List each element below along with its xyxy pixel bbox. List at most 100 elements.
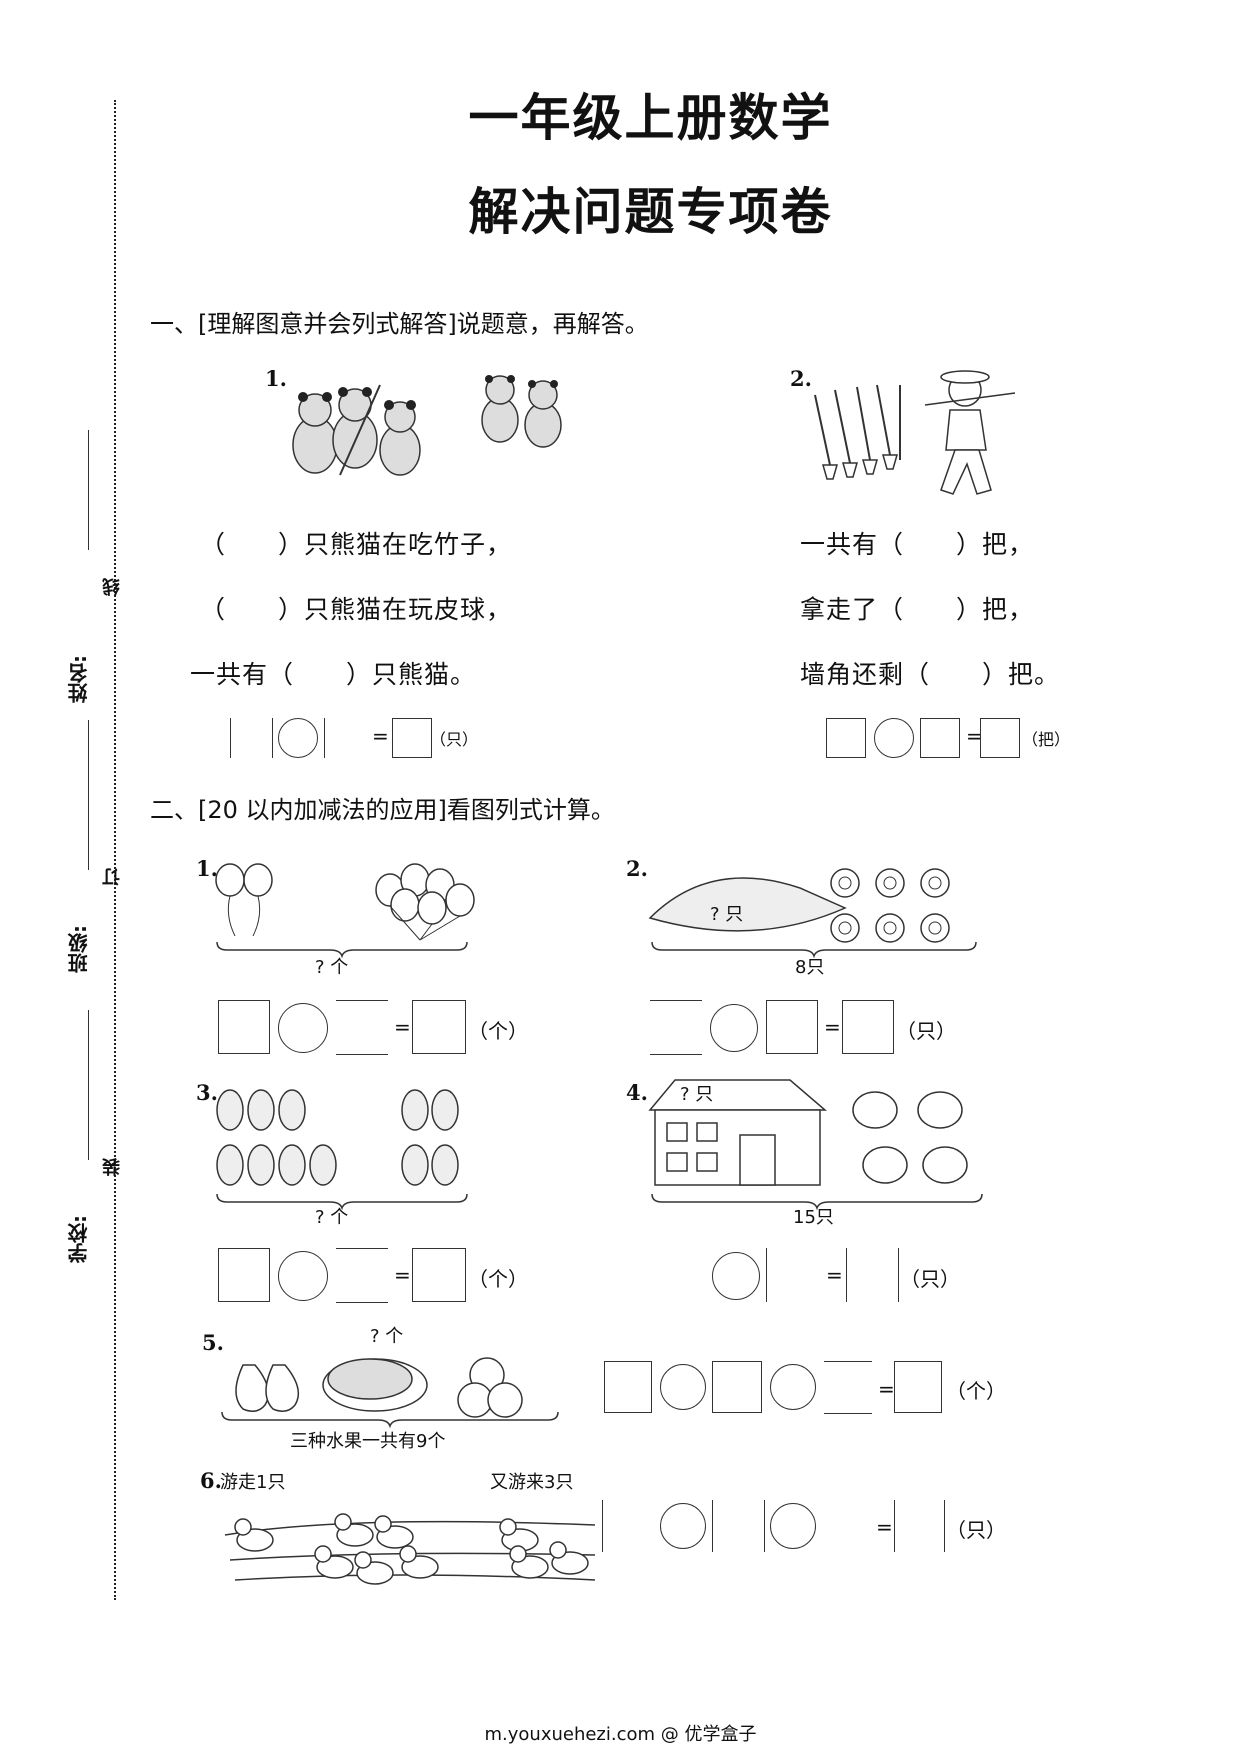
answer-box[interactable]	[392, 718, 432, 758]
class-underline	[88, 720, 89, 870]
answer-box[interactable]	[712, 1361, 762, 1413]
answer-box[interactable]	[604, 1361, 652, 1413]
s1-p1-line1: （ ）只熊猫在吃竹子，	[200, 530, 513, 559]
operator-circle[interactable]	[710, 1004, 758, 1052]
operator-circle[interactable]	[770, 1364, 816, 1410]
operator-circle[interactable]	[660, 1503, 706, 1549]
equals-sign: =	[824, 1015, 841, 1039]
pineapples-illustration	[216, 1089, 459, 1186]
answer-box[interactable]	[412, 1000, 466, 1054]
binding-word-xian: 线	[102, 578, 123, 596]
answer-box[interactable]	[712, 1500, 713, 1552]
s1-p2-line1: 一共有（ ）把，	[800, 530, 1035, 559]
equals-sign: =	[394, 1015, 411, 1039]
answer-box[interactable]	[336, 1248, 388, 1249]
operator-circle[interactable]	[278, 1003, 328, 1053]
answer-box[interactable]	[842, 1000, 894, 1054]
s2-p4-inner-label: ? 只	[680, 1084, 714, 1105]
s1-p2-line3: 墙角还剩（ ）把。	[800, 660, 1061, 689]
school-label: 学校:	[67, 1215, 91, 1263]
brace	[221, 1411, 559, 1429]
operator-circle[interactable]	[770, 1503, 816, 1549]
answer-box[interactable]	[894, 1500, 895, 1552]
s2-p1-caption: ? 个	[315, 957, 349, 978]
answer-box[interactable]	[898, 1248, 899, 1302]
equals-sign: =	[394, 1263, 411, 1287]
answer-box-bottom	[650, 1054, 702, 1055]
operator-circle[interactable]	[874, 718, 914, 758]
operator-circle[interactable]	[660, 1364, 706, 1410]
s2-p6-label-right: 又游来3只	[490, 1472, 574, 1493]
panda-illustration	[292, 375, 562, 476]
s1-problem1-number: 1.	[265, 366, 287, 391]
answer-box[interactable]	[650, 1000, 702, 1001]
answer-box-bottom	[336, 1302, 388, 1303]
title-line-1: 一年级上册数学	[468, 88, 833, 147]
answer-box[interactable]	[336, 1000, 388, 1001]
answer-box-bottom	[824, 1413, 872, 1414]
answer-box[interactable]	[412, 1248, 466, 1302]
brace	[216, 1193, 468, 1211]
footer-text: m.youxuehezi.com @ 优学盒子	[484, 1724, 757, 1745]
equals-sign: =	[966, 724, 983, 748]
name-underline	[88, 430, 89, 550]
equals-sign: =	[372, 724, 389, 748]
class-label: 班级:	[67, 925, 91, 973]
equals-sign: =	[878, 1377, 895, 1401]
s2-p5-number: 5.	[202, 1330, 224, 1355]
name-label: 姓名:	[67, 655, 91, 703]
balloons-illustration	[215, 863, 475, 941]
answer-box[interactable]	[766, 1248, 767, 1302]
equals-sign: =	[876, 1515, 893, 1539]
s2-p2-inner-label: ? 只	[710, 904, 744, 925]
equals-sign: =	[826, 1263, 843, 1287]
s2-p5-caption: 三种水果一共有9个	[290, 1431, 446, 1452]
s2-p6-label-left: 游走1只	[220, 1472, 286, 1493]
binding-dotted-line	[114, 100, 116, 1600]
answer-box[interactable]	[324, 718, 325, 758]
leaf-snails-illustration	[648, 868, 950, 943]
section1-heading: 一、[理解图意并会列式解答]说题意，再解答。	[150, 310, 649, 338]
unit-label: （只）	[900, 1267, 960, 1291]
section2-heading: 二、[20 以内加减法的应用]看图列式计算。	[150, 796, 615, 824]
unit-label: （只）	[430, 730, 479, 749]
answer-box[interactable]	[824, 1361, 872, 1362]
operator-circle[interactable]	[278, 1251, 328, 1301]
fruits-illustration	[235, 1357, 523, 1418]
unit-label: （个）	[946, 1379, 1006, 1403]
s1-p1-line2: （ ）只熊猫在玩皮球，	[200, 595, 513, 624]
answer-box[interactable]	[218, 1000, 270, 1054]
answer-box[interactable]	[980, 718, 1020, 758]
answer-box[interactable]	[920, 718, 960, 758]
answer-box-bottom	[336, 1054, 388, 1055]
unit-label: （只）	[946, 1518, 1006, 1542]
operator-circle[interactable]	[278, 718, 318, 758]
answer-box[interactable]	[218, 1248, 270, 1302]
shovels-illustration	[814, 370, 1016, 495]
ducks-illustration	[224, 1513, 596, 1585]
answer-box[interactable]	[230, 718, 231, 758]
brace	[216, 941, 468, 959]
operator-circle[interactable]	[712, 1252, 760, 1300]
unit-label: （把）	[1022, 730, 1071, 749]
answer-box[interactable]	[766, 1000, 818, 1054]
s2-p4-caption: 15只	[793, 1207, 834, 1228]
s2-p2-caption: 8只	[795, 957, 825, 978]
answer-box[interactable]	[894, 1361, 942, 1413]
brace	[651, 941, 977, 959]
house-cats-illustration	[648, 1079, 968, 1186]
s2-p4-number: 4.	[626, 1080, 648, 1105]
unit-label: （只）	[896, 1019, 956, 1043]
unit-label: （个）	[468, 1267, 528, 1291]
answer-box[interactable]	[272, 718, 273, 758]
answer-box[interactable]	[846, 1248, 847, 1302]
answer-box[interactable]	[944, 1500, 945, 1552]
s2-p1-number: 1.	[196, 856, 218, 881]
answer-box[interactable]	[602, 1500, 603, 1552]
brace	[651, 1193, 983, 1211]
school-underline	[88, 1010, 89, 1160]
unit-label: （个）	[468, 1019, 528, 1043]
answer-box[interactable]	[826, 718, 866, 758]
answer-box[interactable]	[764, 1500, 765, 1552]
s2-p6-number: 6.	[200, 1468, 222, 1493]
